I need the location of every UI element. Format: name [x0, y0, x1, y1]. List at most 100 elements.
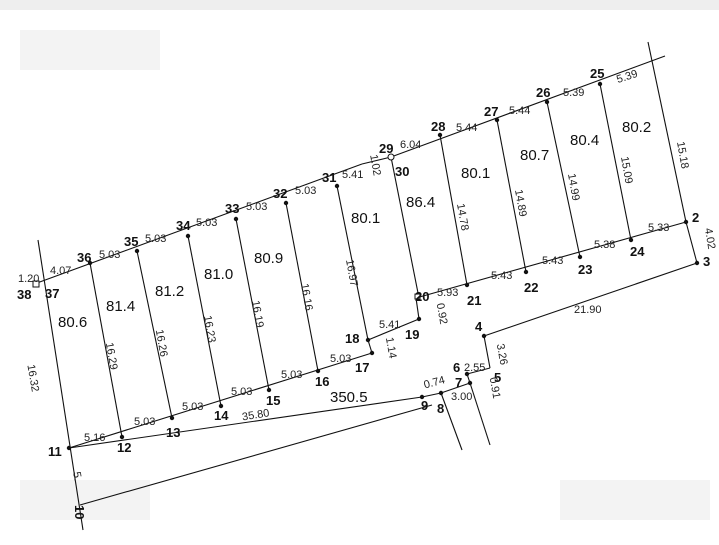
dimension-label: 5.03	[330, 353, 351, 365]
dimension-label: 4.02	[702, 227, 718, 250]
point-label: 19	[405, 327, 419, 342]
point-label: 12	[117, 440, 131, 455]
dimension-label: 1.20	[18, 273, 39, 285]
lot-divider	[439, 134, 468, 286]
lot-area: 81.4	[106, 298, 135, 315]
lot-area: 80.9	[254, 250, 283, 267]
blurred-region	[20, 30, 160, 70]
dimension-label: 16.23	[201, 315, 218, 344]
dimension-label: 35.80	[241, 407, 270, 423]
dimension-label: 5.	[70, 471, 83, 482]
dimension-label: 5.43	[491, 270, 512, 282]
point-label: 29	[379, 141, 393, 156]
point-label: 22	[524, 280, 538, 295]
dimension-label: 1.02	[367, 154, 383, 177]
lot-divider	[390, 156, 420, 299]
point-label: 33	[225, 201, 239, 216]
boundary-line	[390, 55, 666, 158]
boundary-line	[367, 318, 420, 341]
dimension-label: 2.55	[464, 362, 485, 374]
dimension-label: 5.33	[648, 222, 669, 234]
dimension-label: 5.16	[84, 432, 105, 444]
boundary-line	[37, 239, 84, 531]
boundary-line	[68, 396, 423, 449]
point-label: 25	[590, 66, 604, 81]
dimension-label: 5.03	[182, 401, 203, 413]
boundary-line	[483, 262, 698, 337]
top-bar	[0, 0, 719, 10]
dimension-label: 5.44	[456, 122, 477, 134]
boundary-line	[685, 221, 698, 264]
lot-divider	[89, 262, 123, 438]
dimension-label: 5.03	[231, 386, 252, 398]
lot-divider	[546, 101, 581, 258]
dimension-label: 5.39	[615, 68, 639, 86]
dimension-label: 1.14	[383, 336, 399, 359]
lot-divider	[235, 218, 270, 391]
boundary-line	[79, 404, 433, 506]
boundary-line	[466, 367, 491, 375]
boundary-line	[440, 392, 463, 451]
boundary-line	[367, 339, 373, 354]
dimension-label: 5.03	[281, 369, 302, 381]
point-label: 4	[475, 319, 483, 334]
lot-divider	[187, 235, 222, 407]
boundary-line	[647, 41, 687, 223]
lot-area: 81.0	[204, 266, 233, 283]
point-label: 38	[17, 287, 31, 302]
dimension-label: 5.93	[437, 287, 458, 299]
lot-area: 350.5	[330, 389, 368, 406]
lot-area: 80.1	[351, 210, 380, 227]
point-label: 13	[166, 425, 180, 440]
dimension-label: 5.03	[196, 217, 217, 229]
point-label: 2	[692, 210, 699, 225]
point-label: 17	[355, 360, 369, 375]
dimension-label: 16.32	[24, 364, 41, 393]
point-marker	[32, 280, 40, 288]
point-label: 37	[45, 286, 59, 301]
point-label: 36	[77, 250, 91, 265]
dimension-label: 21.90	[574, 304, 602, 316]
point-label: 10	[72, 505, 87, 519]
boundary-line	[483, 335, 491, 369]
lot-divider	[285, 202, 319, 372]
dimension-label: 15.18	[674, 141, 691, 170]
point-label: 18	[345, 331, 359, 346]
point-label: 27	[484, 104, 498, 119]
dimension-label: 5.03	[295, 185, 316, 197]
blurred-region	[20, 480, 150, 520]
dimension-label: 16.29	[103, 342, 120, 371]
point-label: 24	[630, 244, 645, 259]
lot-area: 80.6	[58, 314, 87, 331]
point-dots	[66, 81, 700, 451]
point-label: 14	[214, 408, 229, 423]
dimension-label: 14.89	[512, 189, 529, 218]
point-label: 16	[315, 374, 329, 389]
point-label: 20	[415, 289, 429, 304]
dimension-label: 5.03	[246, 201, 267, 213]
dimension-label: 0.74	[423, 374, 447, 391]
lot-area: 80.4	[570, 132, 599, 149]
boundary-line	[361, 156, 392, 165]
dimension-label: 14.78	[454, 203, 471, 232]
dimension-label: 0.92	[434, 302, 450, 325]
point-label: 35	[124, 234, 138, 249]
dimension-label: 5.03	[145, 233, 166, 245]
dimension-label: 5.39	[563, 87, 584, 99]
point-marker	[414, 293, 421, 300]
dimension-label: 0.91	[487, 376, 503, 399]
lot-area: 80.1	[461, 165, 490, 182]
dimension-label: 16.19	[249, 300, 266, 329]
dimension-label: 16.16	[298, 283, 315, 312]
dimension-label: 5.41	[342, 169, 363, 181]
lot-divider	[496, 119, 527, 273]
point-label: 21	[467, 293, 481, 308]
lot-area: 80.2	[622, 119, 651, 136]
point-label: 6	[453, 360, 460, 375]
point-label: 9	[421, 398, 428, 413]
lot-divider	[136, 250, 173, 419]
point-label: 8	[437, 401, 444, 416]
boundary-line	[415, 297, 420, 320]
boundary-line	[421, 392, 442, 398]
point-label: 11	[48, 444, 62, 459]
